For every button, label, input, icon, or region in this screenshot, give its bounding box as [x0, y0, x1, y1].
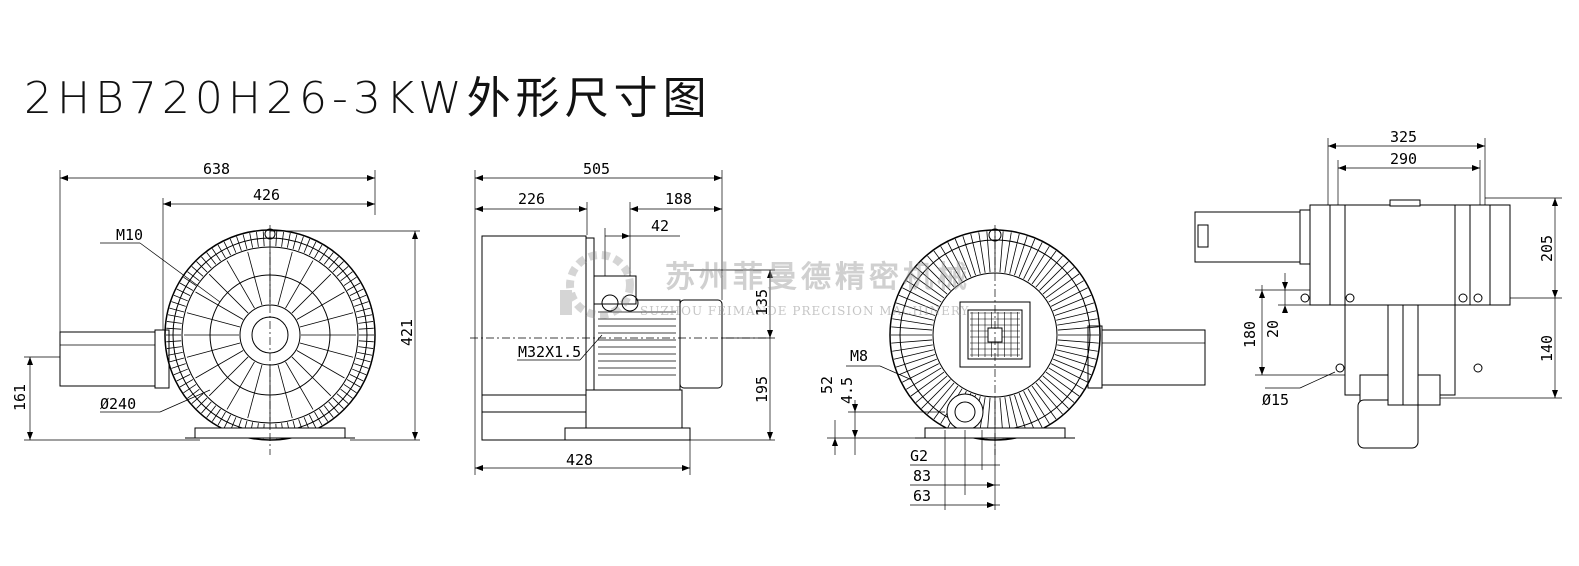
dim-front-426: 426: [253, 186, 281, 204]
dim-side-428: 428: [566, 451, 594, 469]
dim-side-505: 505: [583, 160, 611, 178]
label-rear-m8: M8: [850, 347, 869, 365]
top-view: [1194, 138, 1562, 449]
dim-front-638: 638: [203, 160, 231, 178]
dim-side-135: 135: [753, 288, 771, 316]
watermark-company-en: SUZHOU FEIMANDE PRECISION MACHINERY: [640, 304, 970, 318]
side-view: [470, 170, 775, 475]
label-side-cable-gland: M32X1.5: [518, 343, 582, 361]
dim-top-20: 20: [1264, 319, 1282, 338]
dim-top-290: 290: [1390, 150, 1418, 168]
dim-side-42: 42: [651, 217, 670, 235]
label-front-diameter: Ø240: [100, 395, 137, 413]
dim-side-195: 195: [753, 375, 771, 403]
dim-rear-52: 52: [818, 375, 836, 394]
dim-front-421: 421: [398, 318, 416, 346]
label-front-m10: M10: [116, 226, 144, 244]
dim-front-161: 161: [11, 383, 29, 411]
dim-top-180: 180: [1241, 320, 1259, 348]
rear-view: [827, 225, 1206, 510]
dim-top-325: 325: [1390, 128, 1418, 146]
label-top-hole: Ø15: [1262, 391, 1290, 409]
dim-side-188: 188: [665, 190, 693, 208]
label-rear-g2: G2: [910, 447, 929, 465]
watermark-logo: [560, 251, 634, 319]
watermark-company-cn: 苏州菲曼德精密机械: [665, 260, 971, 295]
dim-top-140: 140: [1538, 334, 1556, 362]
front-spokes: [184, 249, 356, 421]
dim-side-226: 226: [518, 190, 546, 208]
side-fins: [598, 311, 676, 376]
dim-rear-63: 63: [913, 487, 932, 505]
dim-rear-45: 4.5: [838, 376, 856, 404]
front-view: [24, 170, 420, 455]
dim-top-205: 205: [1538, 234, 1556, 262]
page-title: 2HB720H26-3KW外形尺寸图: [24, 73, 712, 124]
dim-rear-83: 83: [913, 467, 932, 485]
